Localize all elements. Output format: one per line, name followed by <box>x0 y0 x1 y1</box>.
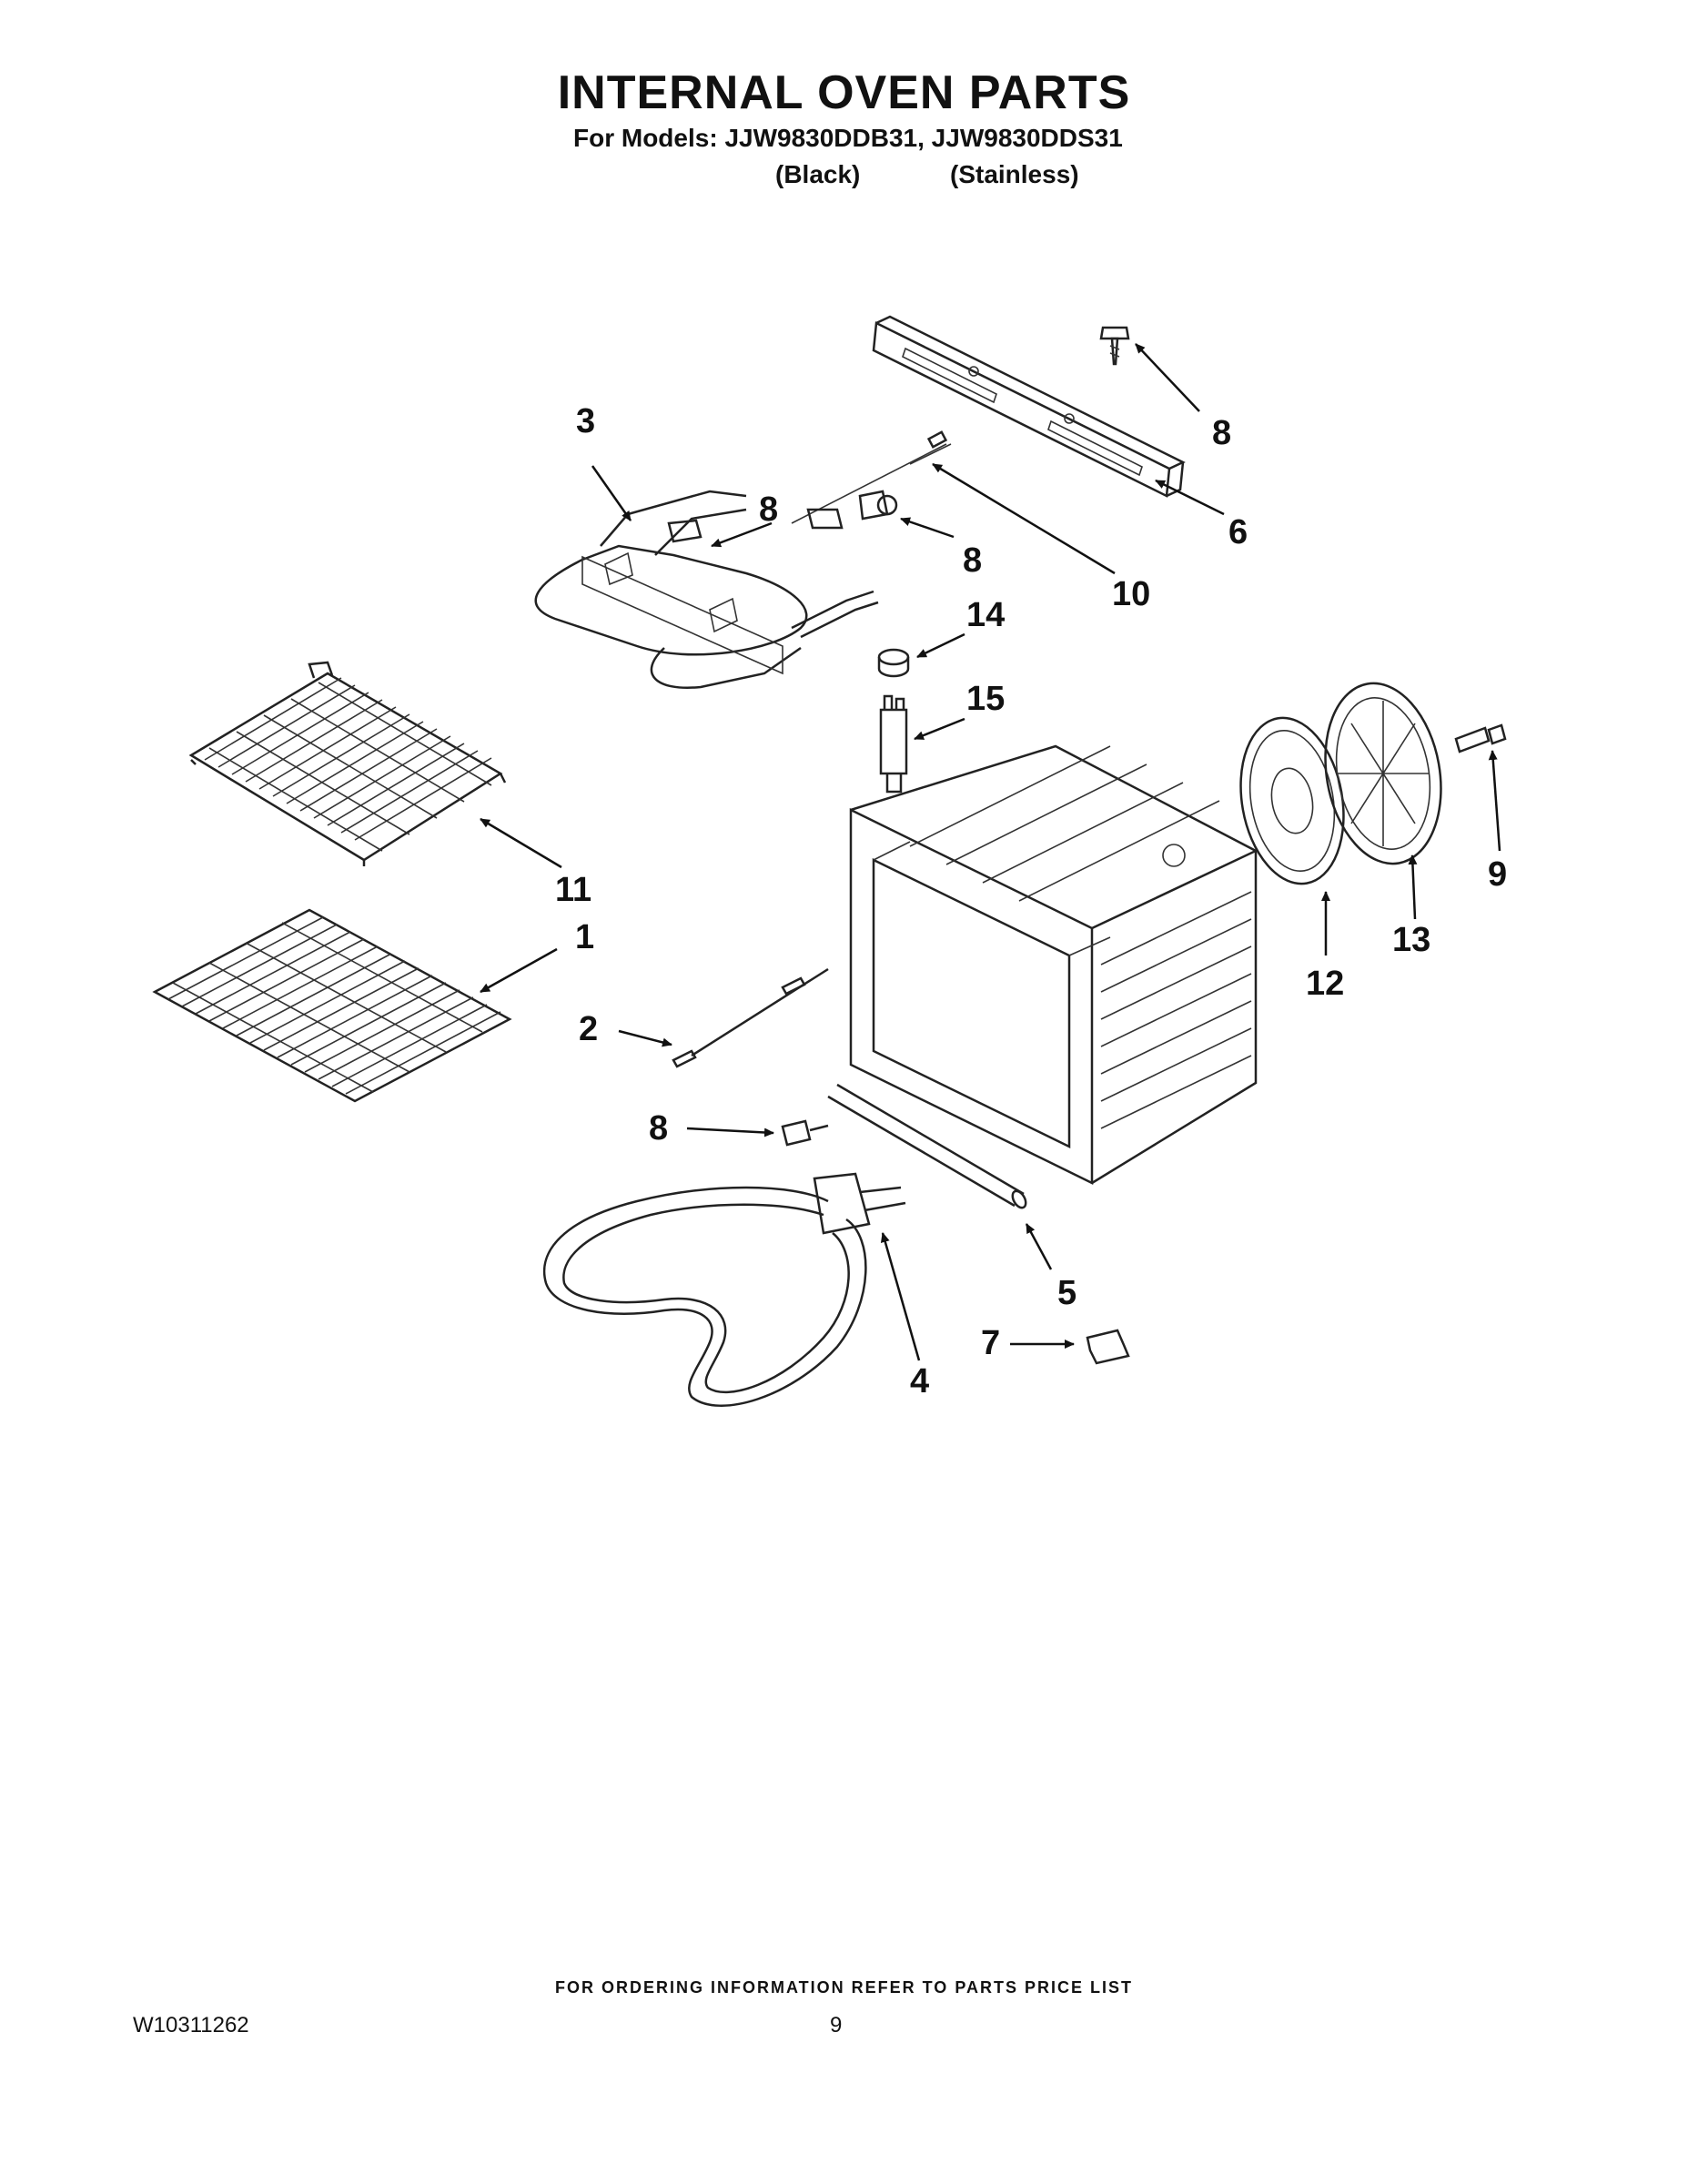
probe-part <box>672 967 829 1068</box>
callout-12: 12 <box>1306 965 1344 1003</box>
callout-5: 5 <box>1057 1274 1076 1312</box>
switch-part <box>879 694 908 794</box>
callout-11: 11 <box>555 871 591 909</box>
callout-8-upper-right: 8 <box>1212 414 1231 452</box>
oven-cavity-part <box>849 744 1258 1186</box>
fan-assembly-part <box>1324 682 1442 865</box>
callout-8-upper-left: 8 <box>759 490 778 529</box>
variant-stainless-label: (Stainless) <box>950 160 1079 188</box>
top-bracket-part <box>872 315 1186 498</box>
callout-6: 6 <box>1228 513 1248 551</box>
broil-element-part <box>534 490 879 690</box>
models-line: For Models: JJW9830DDB31, JJW9830DDS31 <box>573 124 1123 152</box>
bake-element-part <box>543 1172 906 1407</box>
variant-black-label: (Black) <box>775 160 861 188</box>
page-title: INTERNAL OVEN PARTS <box>557 66 1131 119</box>
callout-8-upper-center: 8 <box>963 541 982 580</box>
nut-part <box>877 648 910 678</box>
document-number: W10311262 <box>133 2013 249 2037</box>
ordering-note: FOR ORDERING INFORMATION REFER TO PARTS … <box>554 1978 1133 1997</box>
fan-screw-part <box>1454 723 1507 753</box>
bracket-screw-part <box>1099 326 1130 366</box>
page-number: 9 <box>830 2013 843 2037</box>
callout-3: 3 <box>576 402 595 440</box>
lower-rack-part <box>152 908 512 1103</box>
fan-cover-part <box>1239 716 1345 885</box>
leader-arrows <box>480 343 1501 1361</box>
callout-1: 1 <box>575 918 594 956</box>
callout-15: 15 <box>966 680 1005 718</box>
sensor-wire-part <box>791 430 952 530</box>
callout-14: 14 <box>966 596 1005 634</box>
callout-2: 2 <box>579 1010 598 1048</box>
upper-rack-part <box>188 661 507 866</box>
clip-part <box>1086 1329 1130 1365</box>
callout-13: 13 <box>1392 921 1430 959</box>
callout-9: 9 <box>1488 855 1507 894</box>
callout-10: 10 <box>1112 575 1150 613</box>
callout-7: 7 <box>981 1324 1000 1362</box>
callout-4: 4 <box>910 1362 929 1400</box>
tube-part <box>827 1083 1027 1209</box>
callout-8-lower: 8 <box>649 1109 668 1148</box>
bake-element-screw-part <box>781 1119 829 1147</box>
